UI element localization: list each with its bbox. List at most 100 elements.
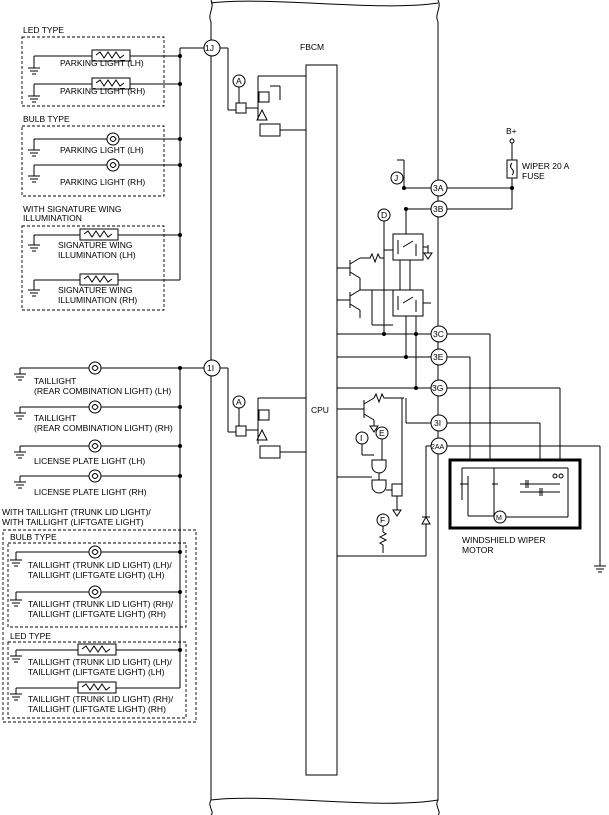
led-icon (91, 49, 131, 62)
trunk-bulb-box (7, 542, 187, 628)
ground-icon (14, 481, 26, 489)
bulb-icon (88, 400, 102, 414)
transistor-icon (363, 397, 375, 421)
ground-icon (14, 412, 26, 420)
led-type-label: LED TYPE (23, 25, 64, 35)
led-icon (77, 643, 117, 656)
capacitor-icon (520, 480, 560, 496)
parking-led-rh-label: PARKING LIGHT (RH) (60, 86, 145, 96)
sense-block (259, 123, 281, 137)
ground-icon (14, 373, 26, 381)
tail-lh-1: TAILLIGHT (34, 376, 76, 386)
svg-text:A: A (236, 76, 242, 86)
sig-rh-2: ILLUMINATION (RH) (58, 295, 137, 305)
led-type-box (21, 36, 165, 107)
tl-rh-2: TAILLIGHT (LIFTGATE LIGHT) (RH) (28, 704, 166, 714)
tl-lh-2: TAILLIGHT (LIFTGATE LIGHT) (LH) (28, 667, 165, 677)
bulb-icon (88, 469, 102, 483)
fuse-label-1: WIPER 20 A (522, 161, 570, 171)
signature-label-2: ILLUMINATION (23, 213, 82, 223)
trunk-group-box (2, 529, 197, 723)
tail-rh-2: (REAR COMBINATION LIGHT) (RH) (34, 423, 173, 433)
ground-icon (10, 559, 22, 567)
wiper-motor-box (448, 458, 582, 530)
ground-icon (594, 565, 606, 573)
ref-j (390, 171, 404, 185)
sig-lh-1: SIGNATURE WING (58, 240, 132, 250)
sense-block (259, 445, 281, 459)
diode-icon (369, 425, 379, 433)
bulb-icon (88, 545, 102, 559)
ground-icon (28, 289, 40, 297)
mosfet-icon (235, 102, 247, 114)
diode-icon (256, 428, 268, 441)
led-icon (77, 681, 117, 694)
mosfet-icon (235, 425, 247, 437)
trunk-label-1: WITH TAILLIGHT (TRUNK LID LIGHT)/ (2, 507, 151, 517)
ground-icon (10, 693, 22, 701)
tl-rh-1: TAILLIGHT (TRUNK LID LIGHT) (RH)/ (28, 694, 174, 704)
bulb-icon (88, 585, 102, 599)
transistor-icon (349, 257, 361, 279)
tail-lh-2: (REAR COMBINATION LIGHT) (LH) (34, 386, 171, 396)
diode-icon (423, 245, 433, 260)
svg-text:E: E (379, 428, 385, 438)
ground-icon (28, 95, 40, 103)
parking-bulb-rh-label: PARKING LIGHT (RH) (60, 177, 145, 187)
svg-text:3I: 3I (434, 418, 441, 428)
svg-text:3A: 3A (433, 183, 444, 193)
mosfet-icon (391, 483, 403, 497)
led-icon (79, 228, 119, 241)
trunk-led-label: LED TYPE (10, 631, 51, 641)
led-icon (91, 77, 131, 90)
bulb-type-box (21, 125, 165, 197)
cpu-block (305, 64, 338, 776)
svg-text:2AA: 2AA (431, 444, 445, 451)
svg-text:A: A (236, 397, 242, 407)
ground-icon (28, 175, 40, 183)
and-gate-icon (371, 459, 387, 474)
license-lh: LICENSE PLATE LIGHT (LH) (34, 456, 145, 466)
bulb-icon (106, 158, 120, 172)
bulb-icon (88, 439, 102, 453)
parking-led-lh-label: PARKING LIGHT (LH) (60, 58, 144, 68)
tb-lh-2: TAILLIGHT (LIFTGATE LIGHT) (LH) (28, 570, 165, 580)
tb-rh-1: TAILLIGHT (TRUNK LID LIGHT) (RH)/ (28, 599, 174, 609)
sig-lh-2: ILLUMINATION (LH) (58, 250, 136, 260)
sig-rh-1: SIGNATURE WING (58, 285, 132, 295)
ground-icon (10, 599, 22, 607)
and-gate-icon (371, 479, 387, 494)
parking-bulb-lh-label: PARKING LIGHT (LH) (60, 145, 144, 155)
led-icon (79, 273, 119, 286)
svg-text:D: D (381, 210, 387, 220)
ground-icon (14, 451, 26, 459)
diode-icon (421, 515, 431, 525)
motor-label-1: WINDSHIELD WIPER (462, 535, 546, 545)
svg-text:F: F (380, 515, 385, 525)
ground-icon (28, 244, 40, 252)
svg-text:J: J (394, 173, 398, 183)
svg-text:3B: 3B (433, 204, 444, 214)
svg-text:3C: 3C (433, 329, 444, 339)
ground-icon (28, 149, 40, 157)
trunk-bulb-label: BULB TYPE (10, 532, 57, 542)
license-rh: LICENSE PLATE LIGHT (RH) (34, 487, 147, 497)
fbcm-label: FBCM (300, 42, 324, 52)
motor-label-2: MOTOR (462, 545, 493, 555)
tail-rh-1: TAILLIGHT (34, 413, 76, 423)
bulb-icon (88, 361, 102, 375)
tb-rh-2: TAILLIGHT (LIFTGATE LIGHT) (RH) (28, 609, 166, 619)
ground-icon (10, 655, 22, 663)
signature-label-1: WITH SIGNATURE WING (23, 204, 122, 214)
trunk-led-box (7, 641, 187, 719)
trunk-label-2: WITH TAILLIGHT (LIFTGATE LIGHT) (2, 517, 144, 527)
fuse-label-2: FUSE (522, 171, 545, 181)
svg-text:I: I (360, 433, 362, 443)
tb-lh-1: TAILLIGHT (TRUNK LID LIGHT) (LH)/ (28, 560, 172, 570)
cpu-label: CPU (311, 405, 329, 415)
svg-text:M: M (496, 515, 502, 522)
bulb-type-label: BULB TYPE (23, 114, 70, 124)
svg-text:3E: 3E (433, 352, 444, 362)
transistor-icon (349, 289, 361, 311)
